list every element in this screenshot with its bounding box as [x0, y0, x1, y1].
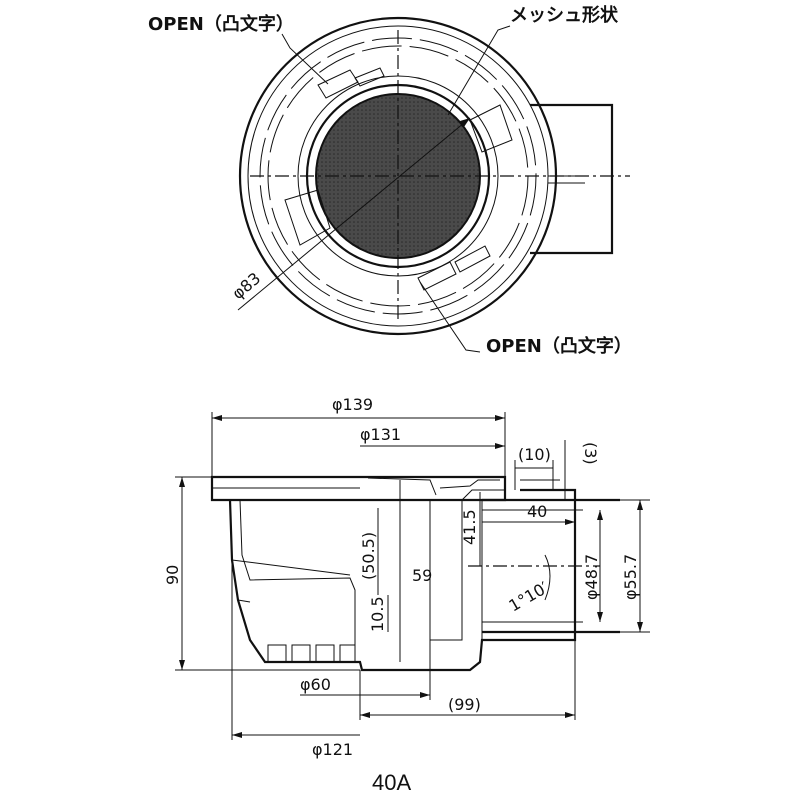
side-view: φ139 φ131 (10) (3) 90 41.5 (50.5) 59 10.… — [163, 395, 650, 759]
dim-90: 90 — [163, 565, 182, 585]
dim-3: (3) — [581, 442, 600, 465]
label-open-bottom: OPEN（凸文字） — [486, 335, 632, 357]
dim-phi131: φ131 — [360, 425, 401, 444]
label-open-top: OPEN（凸文字） — [148, 13, 294, 35]
dim-99: (99) — [448, 695, 481, 714]
dim-41-5: 41.5 — [460, 509, 479, 545]
dim-10: (10) — [518, 445, 551, 464]
top-view: φ83 OPEN（凸文字） メッシュ形状 OPEN（凸文字） — [148, 4, 632, 357]
dim-40: 40 — [527, 502, 547, 521]
dim-59: 59 — [412, 566, 432, 585]
dim-angle: 1°10′ — [506, 578, 552, 616]
dim-phi60: φ60 — [300, 675, 331, 694]
model-caption: 40A — [372, 770, 411, 795]
dim-phi121: φ121 — [312, 740, 353, 759]
dim-phi83: φ83 — [228, 269, 264, 303]
dim-10-5: 10.5 — [368, 596, 387, 632]
dim-phi139: φ139 — [332, 395, 373, 414]
label-mesh-shape: メッシュ形状 — [510, 4, 619, 26]
dim-50-5: (50.5) — [359, 532, 378, 580]
dim-phi55-7: φ55.7 — [621, 554, 640, 600]
dim-phi48-7: φ48.7 — [582, 554, 601, 600]
